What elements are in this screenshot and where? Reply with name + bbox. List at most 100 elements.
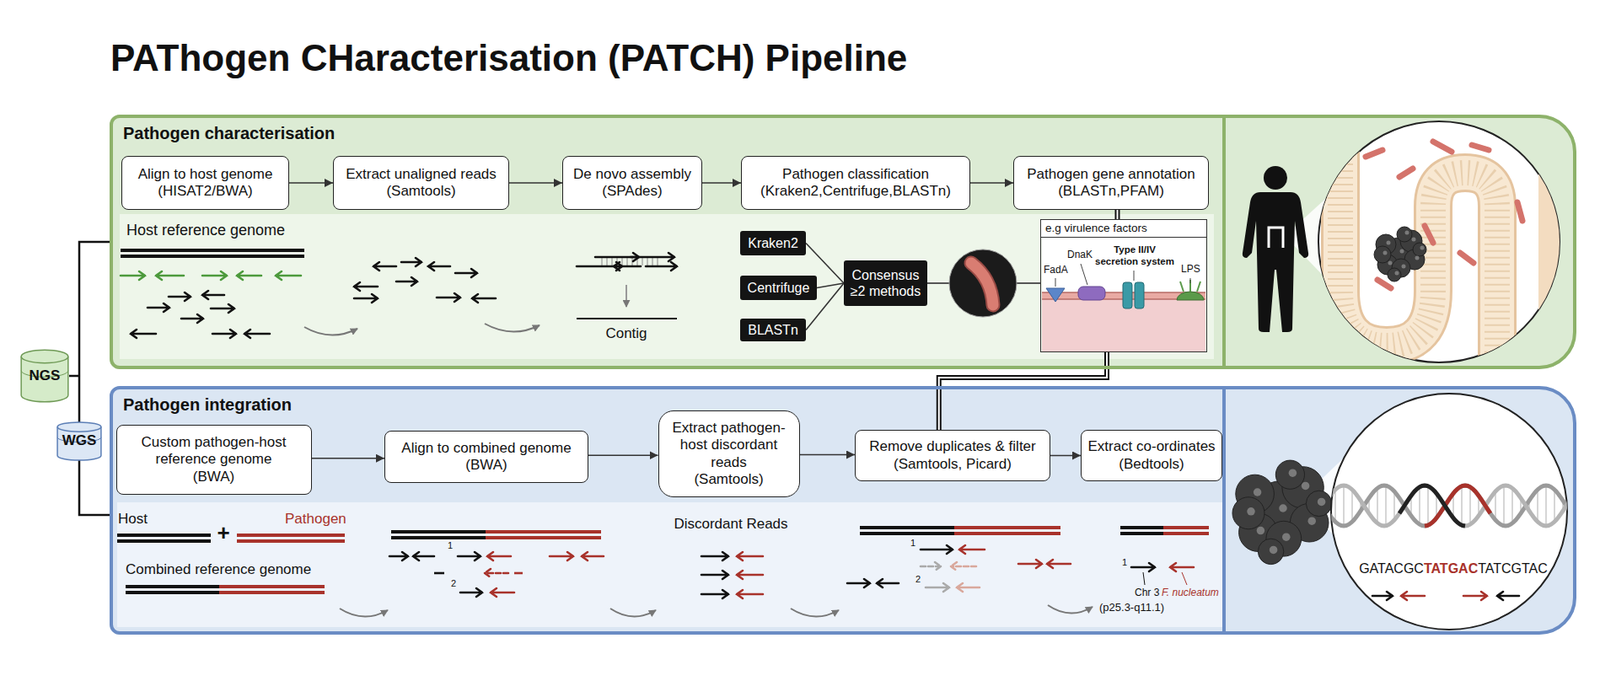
read-arrow — [1463, 591, 1488, 601]
node-text: (Samtools, Picard) — [893, 456, 1012, 473]
bacterium — [1365, 150, 1383, 157]
data-cylinder: NGS — [20, 348, 70, 403]
lps-chain — [1197, 281, 1201, 292]
tool-box: Kraken2 — [740, 230, 806, 256]
leader-line — [1143, 572, 1145, 586]
read-arrow — [236, 271, 262, 280]
genome-strand — [219, 585, 325, 589]
node-text: Consensus ≥2 methods — [847, 267, 924, 300]
read-arrow — [613, 262, 641, 271]
node-text: Centrifuge — [747, 279, 811, 296]
read-arrow — [202, 271, 227, 280]
overlap-hatch — [647, 257, 649, 266]
base-pair — [1334, 489, 1337, 522]
crypt-wall — [1340, 109, 1498, 376]
dna-strand — [1323, 485, 1577, 527]
read-arrow — [472, 294, 496, 303]
node-text: (BWA) — [193, 468, 235, 486]
genome-strand — [1163, 526, 1209, 530]
tumour-cell — [1412, 242, 1427, 257]
genome-strand — [120, 248, 305, 253]
read-arrow — [701, 570, 729, 580]
tumour-spot — [1301, 482, 1311, 491]
read-arrow — [460, 588, 483, 597]
section-heading: Pathogen integration — [123, 394, 292, 415]
connector — [702, 182, 741, 184]
tumour-spot — [1288, 468, 1298, 478]
read-arrow — [428, 262, 451, 271]
title: PAThogen CHaracterisation (PATCH) Pipeli… — [110, 37, 908, 80]
sequence-text: TATGAC — [1423, 561, 1478, 577]
label-text: Host reference genome — [126, 221, 285, 240]
read-arrow — [389, 552, 409, 561]
leader-line — [1055, 278, 1057, 287]
read-arrow — [457, 552, 481, 561]
label-text: Discordant Reads — [673, 515, 788, 533]
overlap-hatch — [612, 257, 613, 266]
node-text: Extract pathogen-host discordant reads — [664, 419, 795, 472]
node-text: Extract co-ordinates — [1087, 438, 1215, 456]
process-box: Remove duplicates & filter(Samtools, Pic… — [854, 429, 1051, 482]
label-text: Combined reference genome — [125, 561, 312, 579]
read-arrow — [925, 583, 950, 592]
node-text: Pathogen classification — [782, 166, 929, 183]
genome-strand — [120, 254, 305, 258]
read-arrow — [396, 277, 418, 286]
leader-line — [1080, 263, 1088, 285]
base-pair — [1469, 487, 1472, 525]
label-text: Host — [118, 510, 148, 528]
step-arrow — [484, 323, 540, 333]
label-text: Pathogen — [284, 510, 347, 528]
read-arrow — [847, 579, 870, 588]
step-arrow — [1047, 605, 1093, 614]
base-pair — [1326, 500, 1328, 511]
section-panel: Pathogen integrationCustom pathogen-host… — [109, 386, 1577, 635]
overlap-hatch — [642, 257, 644, 266]
tumour-spot — [1383, 251, 1388, 256]
tumour-cell — [1387, 268, 1402, 282]
connector — [311, 457, 386, 459]
read-arrow — [736, 570, 763, 580]
connector — [800, 454, 856, 456]
crypt-wall — [1538, 109, 1573, 376]
dna-helix — [1323, 485, 1577, 527]
label-text: FadA — [1043, 264, 1069, 277]
read-fragment — [434, 572, 445, 575]
host-segment — [1399, 485, 1466, 527]
node-text: Align to combined genome — [401, 440, 571, 457]
section-panel: Pathogen characterisationAlign to host g… — [109, 114, 1577, 370]
label-text: Chr 3 — [1134, 587, 1160, 600]
process-box: Pathogen classification(Kraken2,Centrifu… — [740, 155, 971, 210]
colon — [1268, 227, 1284, 248]
connector — [289, 182, 333, 184]
tool-box: Centrifuge — [740, 275, 817, 301]
input-bracket — [69, 241, 110, 516]
tumour-spot — [1388, 261, 1393, 266]
step-arrow — [304, 327, 358, 336]
genome-strand — [219, 590, 325, 595]
read-arrow — [736, 552, 763, 561]
read-arrow — [581, 552, 604, 561]
process-box: Extract co-ordinates(Bedtools) — [1080, 429, 1223, 482]
node-text: De novo assembly — [573, 166, 692, 183]
read-arrow — [484, 569, 509, 578]
read-arrow — [373, 262, 397, 271]
read-arrow — [487, 552, 511, 561]
tumour-spot — [1420, 246, 1425, 251]
read-arrow — [950, 562, 977, 571]
node-text: BLASTn — [747, 322, 799, 339]
tumour-spot — [1278, 504, 1288, 513]
secretion-system — [1122, 282, 1133, 309]
base-pair — [1511, 488, 1514, 524]
tumour-cell — [1374, 246, 1391, 264]
virulence-panel: e.g virulence factors — [1040, 219, 1208, 353]
read-arrow — [549, 552, 574, 561]
read-arrow — [120, 271, 145, 280]
node-text: (Kraken2,Centrifuge,BLASTn) — [760, 182, 951, 200]
tumour-spot — [1401, 264, 1407, 269]
cell-exterior — [1041, 220, 1206, 293]
label-text: 2 — [451, 578, 457, 590]
read-arrow — [490, 588, 515, 597]
tumour-spot — [1246, 507, 1256, 516]
illustration-ground — [119, 214, 1214, 360]
